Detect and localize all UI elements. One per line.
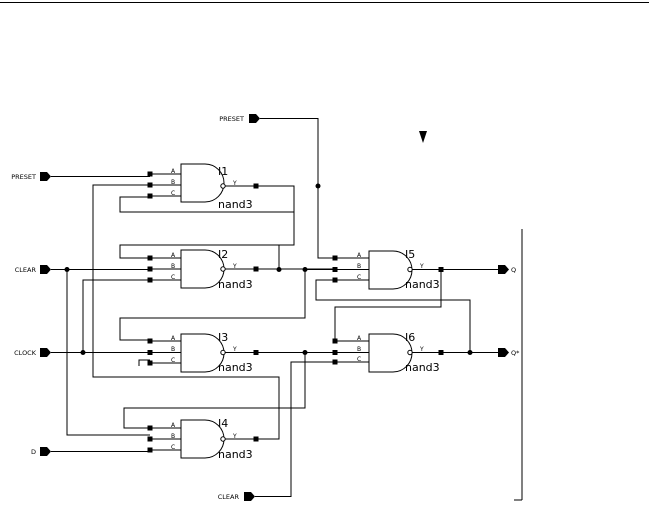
svg-text:C: C: [357, 274, 361, 281]
port-qbar: Q*: [498, 348, 520, 357]
port-label: CLEAR: [218, 493, 240, 501]
svg-text:C: C: [171, 274, 175, 281]
port-d: D: [31, 447, 51, 456]
svg-text:C: C: [357, 356, 361, 363]
svg-text:A: A: [171, 168, 176, 175]
svg-text:C: C: [171, 357, 175, 364]
svg-text:A: A: [357, 335, 362, 342]
port-label: CLEAR: [15, 266, 37, 274]
port-label: Q*: [511, 349, 520, 357]
instance-label: I4: [218, 417, 228, 430]
input-port-icon: [40, 265, 51, 274]
port-label: PRESET: [11, 173, 36, 181]
gate-i4: A B C Y I4 nand3: [147, 417, 259, 461]
svg-text:Y: Y: [232, 433, 237, 440]
port-preset-left: PRESET: [11, 172, 51, 181]
svg-text:C: C: [171, 190, 175, 197]
input-port-icon: [40, 447, 51, 456]
svg-text:Y: Y: [232, 263, 237, 270]
instance-label: I5: [405, 248, 415, 261]
svg-text:A: A: [171, 252, 176, 259]
cursor-marker-icon: [419, 131, 427, 143]
svg-text:B: B: [171, 263, 175, 270]
svg-text:C: C: [171, 444, 175, 451]
gate-i1: A B C Y I1 nand3: [147, 163, 259, 211]
svg-text:Y: Y: [419, 346, 424, 353]
junctions: [64, 183, 473, 355]
instance-label: I6: [405, 331, 415, 344]
svg-text:B: B: [171, 346, 175, 353]
cell-label: nand3: [218, 198, 253, 211]
svg-text:A: A: [171, 335, 176, 342]
port-clear-bottom: CLEAR: [218, 492, 255, 501]
svg-text:A: A: [171, 422, 176, 429]
cell-label: nand3: [405, 278, 440, 291]
svg-text:Y: Y: [232, 346, 237, 353]
gate-i5: A B C Y I5 nand3: [332, 248, 444, 291]
gate-i2: A B C Y I2 nand3: [147, 248, 259, 291]
svg-text:B: B: [171, 433, 175, 440]
gate-i6: A B C Y I6 nand3: [332, 331, 444, 374]
output-port-icon: [498, 348, 509, 357]
instance-label: I1: [218, 165, 228, 178]
output-port-icon: [498, 265, 509, 274]
svg-text:B: B: [357, 346, 361, 353]
cell-label: nand3: [405, 361, 440, 374]
svg-text:Y: Y: [419, 263, 424, 270]
wires: [51, 118, 498, 497]
svg-text:Y: Y: [232, 180, 237, 187]
input-port-icon: [244, 492, 255, 501]
port-label: PRESET: [219, 115, 244, 123]
port-clear-left: CLEAR: [15, 265, 51, 274]
instance-label: I2: [218, 248, 228, 261]
port-preset-top: PRESET: [219, 114, 260, 123]
svg-text:B: B: [171, 179, 175, 186]
port-label: Q: [511, 266, 516, 274]
port-clock: CLOCK: [14, 348, 51, 357]
cell-label: nand3: [218, 278, 253, 291]
cell-label: nand3: [218, 448, 253, 461]
port-label: CLOCK: [14, 349, 37, 357]
input-port-icon: [40, 348, 51, 357]
svg-text:B: B: [357, 263, 361, 270]
port-q: Q: [498, 265, 516, 274]
input-port-icon: [40, 172, 51, 181]
gate-i3: A B C Y I3 nand3: [147, 331, 259, 374]
input-port-icon: [249, 114, 260, 123]
port-label: D: [31, 448, 36, 456]
instance-label: I3: [218, 331, 228, 344]
cell-label: nand3: [218, 361, 253, 374]
svg-text:A: A: [357, 252, 362, 259]
